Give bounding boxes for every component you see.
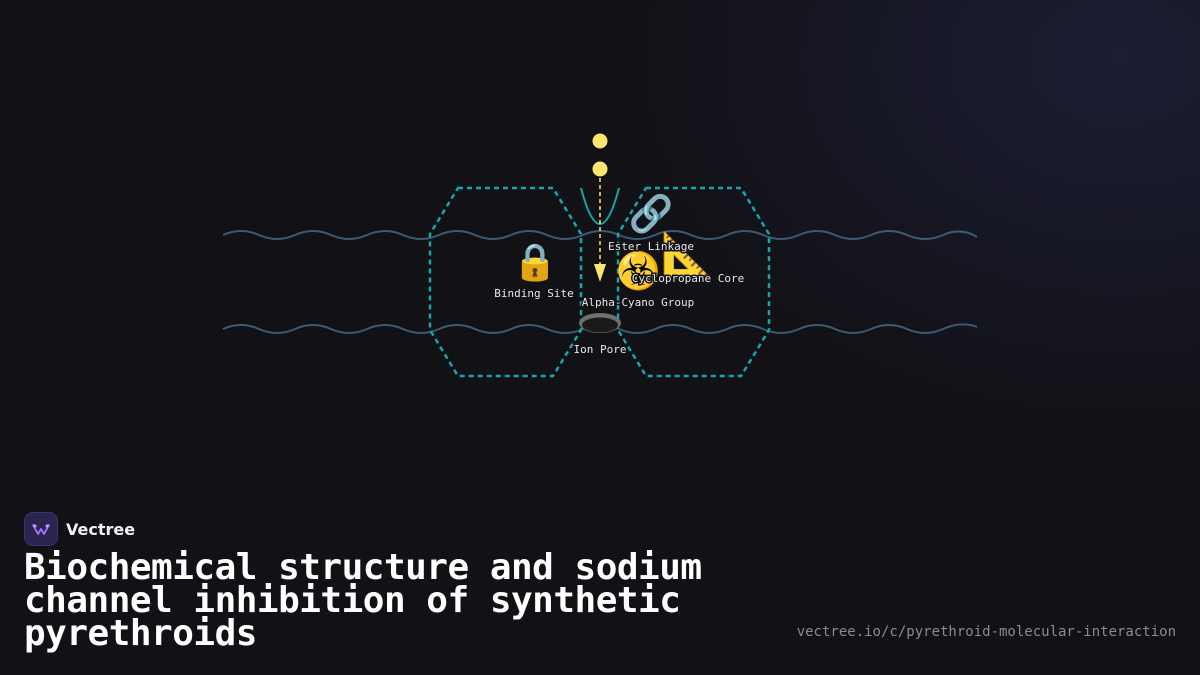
vectree-logo-icon bbox=[24, 512, 58, 546]
ion-flow-arrowhead bbox=[594, 264, 606, 282]
ion-dot-top bbox=[592, 133, 608, 149]
channel-left-hexagon bbox=[428, 186, 583, 378]
ion-pore-icon bbox=[579, 313, 621, 333]
alpha-cyano-group-label: Alpha-Cyano Group bbox=[582, 296, 695, 309]
link-icon: 🔗 bbox=[629, 192, 674, 235]
binding-site-label: Binding Site bbox=[494, 287, 573, 300]
brand[interactable]: Vectree bbox=[24, 512, 135, 546]
ester-linkage-label: Ester Linkage bbox=[608, 240, 694, 253]
membrane-upper-wave bbox=[222, 230, 978, 240]
lock-icon: 🔒 bbox=[513, 242, 558, 283]
ion-dot-middle bbox=[592, 161, 608, 177]
biohazard-icon: ☣️ bbox=[616, 250, 661, 292]
page-title: Biochemical structure and sodium channel… bbox=[24, 547, 702, 654]
channel-right-hexagon bbox=[616, 186, 771, 378]
brand-name: Vectree bbox=[66, 519, 136, 539]
triangle-ruler-icon: 📐 bbox=[661, 230, 716, 281]
source-url[interactable]: vectree.io/c/pyrethroid-molecular-intera… bbox=[796, 624, 1176, 640]
ion-pore-label: Ion Pore bbox=[574, 343, 627, 356]
cyclopropane-core-label: Cyclopropane Core bbox=[632, 272, 745, 285]
